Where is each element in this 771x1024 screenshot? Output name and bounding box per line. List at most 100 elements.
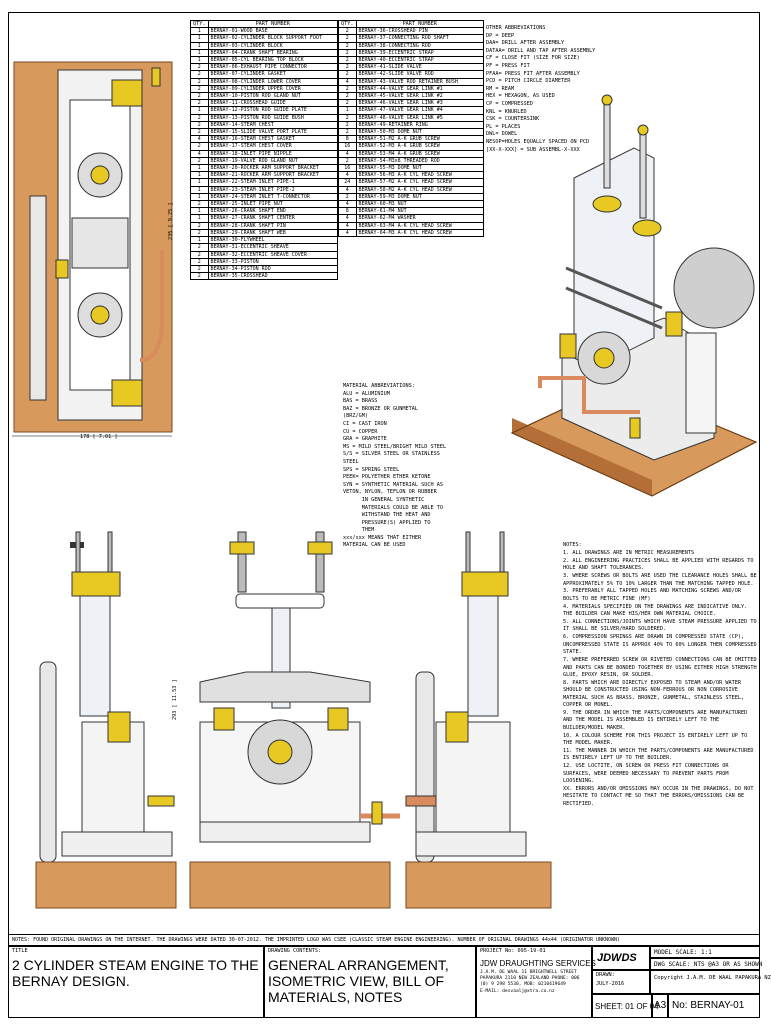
- bom-part: BERNAY-08-CYLINDER LOWER COVER: [207, 77, 338, 86]
- bom-qty: 2: [338, 63, 357, 72]
- bom-qty: 1: [338, 106, 357, 115]
- bom-qty: 2: [190, 70, 209, 79]
- dim-top-height: 235 [ 9.25 ]: [168, 202, 174, 240]
- bom-part: BERNAY-45-VALVE GEAR LINK #2: [355, 92, 484, 101]
- bom-part: BERNAY-15-SLIDE VALVE PORT PLATE: [207, 128, 338, 137]
- bom-qty: 16: [338, 164, 357, 173]
- abbreviation-line: PCD = PITCH CIRCLE DIAMETER: [486, 78, 571, 85]
- note-line: 3. WHERE SCREWS OR BOLTS ARE USED THE CL…: [563, 573, 757, 587]
- abbreviation-line: xxx/xxx MEANS THAT EITHER: [343, 534, 422, 541]
- abbreviation-line: HEX = HEXAGON, AS USED: [486, 93, 555, 100]
- note-line: 9. THE ORDER IN WHICH THE PARTS/COMPONEN…: [563, 709, 748, 731]
- bom-part: BERNAY-24-STEAM INLET T-CONNECTOR: [207, 192, 338, 202]
- note-line: 11. THE MANNER IN WHICH THE PARTS/COMPON…: [563, 747, 754, 762]
- bom-part: BERNAY-17-STEAM CHEST COVER: [207, 142, 338, 151]
- note-line: 1. ALL DRAWINGS ARE IN METRIC MEASUREMEN…: [563, 549, 695, 556]
- bom-part: BERNAY-03-CYLINDER BLOCK: [207, 41, 338, 50]
- bom-part: BERNAY-26-CRANK SHAFT END: [207, 207, 338, 216]
- bom-qty: 4: [338, 171, 357, 180]
- bom-qty: 1: [190, 178, 209, 187]
- copyright: Copyright J.A.M. DE WAAL PAPAKURA NZ: [654, 975, 771, 981]
- bom-qty: 1: [190, 214, 209, 223]
- copyright-cell: Copyright J.A.M. DE WAAL PAPAKURA NZ: [650, 970, 771, 994]
- bom-qty: 2: [190, 128, 209, 137]
- bom-part: BERNAY-34-PISTON ROD: [207, 264, 338, 274]
- bom-qty: 2: [190, 77, 209, 86]
- bom-qty: 4: [338, 221, 357, 230]
- bom-part: BERNAY-23-STEAM INLET PIPE-2: [207, 185, 338, 194]
- bom-qty: 1: [190, 106, 209, 115]
- bom-part: BERNAY-58-M2 A-K CYL HEAD SCREW: [355, 185, 484, 194]
- bom-qty: 8: [338, 135, 357, 144]
- bom-part: BERNAY-41-SLIDE VALVE: [355, 63, 484, 72]
- bom-qty: 2: [338, 48, 357, 58]
- bom-part: BERNAY-32-ECCENTRIC SHEAVE COVER: [207, 250, 338, 259]
- abbreviation-line: PL = PLACES: [486, 123, 521, 130]
- dwg-scale: DWG SCALE: NTS @A3 OR AS SHOWN: [654, 961, 763, 968]
- bom-qty: 2: [190, 84, 209, 94]
- notes-block: NOTES: 1. ALL DRAWINGS ARE IN METRIC MEA…: [563, 542, 757, 809]
- abbreviation-line: S/S = SILVER STEEL OR STAINLESS: [343, 451, 440, 458]
- drawing-date: JULY-2016: [596, 980, 625, 987]
- bom-qty: 1: [190, 236, 209, 245]
- bom-qty: 1: [190, 56, 209, 65]
- front-view: [189, 531, 400, 909]
- abbreviation-line: KNL = KNURLED: [486, 108, 527, 115]
- sheet-size: A3: [654, 1000, 667, 1011]
- bom-qty: 4: [338, 185, 357, 194]
- abbreviation-line: NESOP=HOLES EQUALLY SPACED ON PCD: [486, 138, 590, 145]
- bom-qty: 2: [338, 128, 357, 137]
- bom-part: BERNAY-27-CRANK SHAFT CENTER: [207, 214, 338, 223]
- bom-part: BERNAY-05-CYL BEARING TOP BLOCK: [207, 56, 338, 65]
- abbreviation-line: STEEL: [343, 458, 359, 465]
- bom-part: BERNAY-47-VALVE GEAR LINK #4: [355, 106, 484, 115]
- side-view-left: [35, 531, 177, 909]
- notes-strip-text: NOTES: FOUND ORIGINAL DRAWINGS ON THE IN…: [12, 937, 621, 943]
- project-number: PROJECT No: 095-19-01: [480, 948, 546, 954]
- bom-part: BERNAY-07-CYLINDER GASKET: [207, 70, 338, 79]
- abbreviation-line: PF = PRESS FIT: [486, 62, 530, 69]
- abbreviation-line: SPS = SPRING STEEL: [343, 466, 400, 473]
- abbreviation-line: PEEK= POLYETHER ETHER KETONE: [343, 474, 431, 481]
- model-scale-cell: MODEL SCALE: 1:1: [650, 946, 760, 958]
- bom-qty-header: QTY.: [190, 19, 209, 29]
- size-cell: A3: [652, 994, 668, 1018]
- bom-part: BERNAY-61-M4 NUT: [355, 207, 484, 216]
- bom-qty-header: QTY.: [338, 19, 357, 29]
- bom-qty: 4: [190, 149, 209, 158]
- abbreviation-line: PFAA= PRESS FIT AFTER ASSEMBLY: [486, 70, 580, 77]
- abbreviation-line: CP = COMPRESSED: [486, 100, 533, 107]
- bom-qty: 2: [338, 27, 357, 36]
- bom-part: BERNAY-20-ROCKER ARM SUPPORT BRACKET: [207, 164, 338, 173]
- isometric-view: [510, 94, 758, 497]
- contents-label: DRAWING CONTENTS:: [268, 948, 322, 954]
- company-name: JDW DRAUGHTING SERVICES: [480, 958, 596, 968]
- bom-part-header: PART NUMBER: [207, 19, 338, 29]
- date-cell: DRAWN: JULY-2016: [592, 970, 650, 994]
- bom-part: BERNAY-43-VALVE ROD RETAINER BUSH: [355, 77, 484, 86]
- notes-title: NOTES:: [563, 542, 582, 548]
- abbreviation-line: THEM: [343, 527, 375, 534]
- title-label: TITLE: [12, 948, 28, 954]
- bom-qty: 2: [190, 63, 209, 72]
